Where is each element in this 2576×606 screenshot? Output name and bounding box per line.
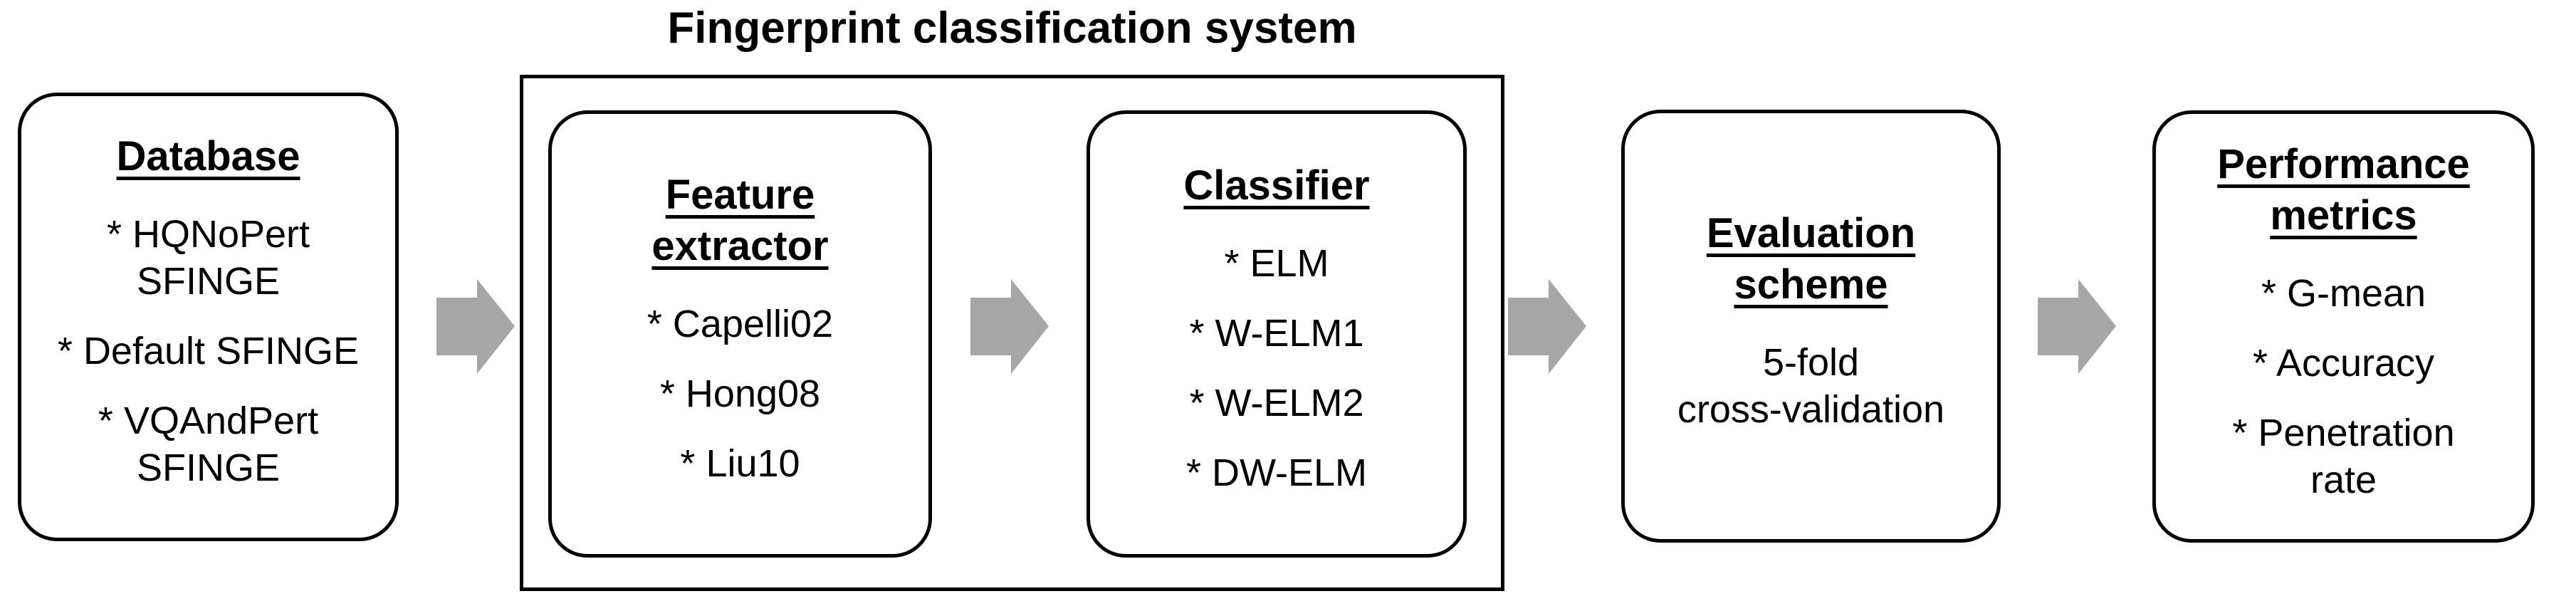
item-line: * W-ELM2	[1189, 382, 1364, 424]
list-item: * W-ELM1	[1189, 310, 1363, 357]
classifier-heading: Classifier	[1183, 160, 1369, 211]
list-item: 5-fold cross-validation	[1677, 339, 1944, 433]
flow-arrow-icon	[436, 279, 515, 374]
heading-line: scheme	[1734, 261, 1888, 308]
heading-line: Feature	[665, 172, 815, 218]
heading-line: Performance	[2217, 140, 2470, 187]
list-item: * G-mean	[2261, 270, 2426, 317]
evaluation-scheme-box: Evaluation scheme 5-fold cross-validatio…	[1621, 110, 2001, 543]
list-item: * Penetration rate	[2232, 409, 2454, 503]
list-item: * Accuracy	[2253, 340, 2434, 387]
list-item: * Liu10	[680, 440, 800, 487]
item-line: 5-fold	[1762, 341, 1860, 384]
item-line: * ELM	[1224, 242, 1329, 285]
item-line: * VQAndPert	[98, 399, 319, 442]
heading-line: Database	[116, 133, 300, 179]
database-heading: Database	[117, 131, 300, 182]
flow-arrow-icon	[2038, 279, 2116, 374]
item-line: * W-ELM1	[1189, 312, 1364, 355]
database-box: Database * HQNoPert SFINGE * Default SFI…	[18, 93, 399, 541]
evaluation-scheme-heading: Evaluation scheme	[1707, 208, 1915, 310]
flow-arrow-icon	[970, 279, 1049, 374]
performance-metrics-heading: Performance metrics	[2217, 139, 2470, 241]
flow-arrow-shape	[1508, 279, 1586, 374]
item-line: * G-mean	[2261, 271, 2426, 315]
heading-line: Classifier	[1183, 162, 1370, 209]
item-line: * Hong08	[659, 372, 821, 415]
list-item: * Default SFINGE	[58, 328, 359, 375]
list-item: * W-ELM2	[1189, 380, 1363, 427]
item-line: * Liu10	[680, 442, 800, 485]
item-line: * Penetration	[2232, 411, 2455, 454]
flow-arrow-shape	[970, 279, 1049, 374]
item-line: * HQNoPert	[106, 213, 310, 256]
flow-arrow-shape	[2038, 279, 2116, 374]
flow-arrow-shape	[436, 279, 515, 374]
list-item: * VQAndPert SFINGE	[98, 397, 318, 491]
item-line: cross-validation	[1677, 388, 1945, 431]
flow-arrow-icon	[1508, 279, 1586, 374]
group-title: Fingerprint classification system	[667, 4, 1357, 53]
item-line: * Capelli02	[646, 303, 834, 345]
item-line: SFINGE	[136, 260, 281, 303]
item-line: * DW-ELM	[1185, 451, 1368, 494]
item-line: SFINGE	[136, 446, 281, 489]
heading-line: extractor	[651, 223, 829, 269]
feature-extractor-heading: Feature extractor	[651, 169, 828, 272]
list-item: * DW-ELM	[1186, 449, 1367, 496]
item-line: * Accuracy	[2252, 341, 2435, 385]
heading-line: Evaluation	[1706, 210, 1916, 256]
list-item: * Hong08	[660, 370, 820, 417]
list-item: * Capelli02	[647, 301, 833, 348]
performance-metrics-box: Performance metrics * G-mean * Accuracy …	[2152, 110, 2535, 543]
classifier-box: Classifier * ELM * W-ELM1 * W-ELM2 * DW-…	[1087, 110, 1467, 558]
list-item: * ELM	[1224, 240, 1329, 287]
heading-line: metrics	[2270, 192, 2417, 239]
item-line: rate	[2310, 458, 2377, 501]
feature-extractor-box: Feature extractor * Capelli02 * Hong08 *…	[548, 110, 932, 558]
item-line: * Default SFINGE	[57, 330, 360, 372]
list-item: * HQNoPert SFINGE	[107, 211, 310, 305]
